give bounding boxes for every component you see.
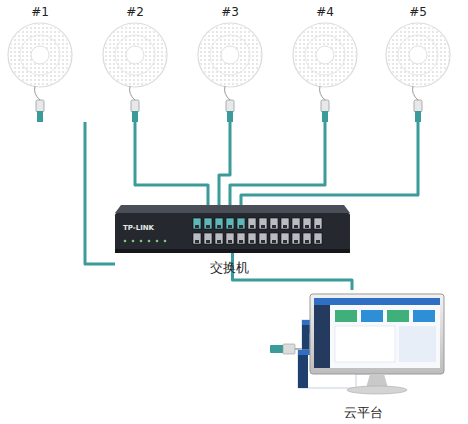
network-cable: [219, 122, 230, 205]
network-cable: [85, 122, 115, 264]
node-caption: 交换机: [210, 259, 249, 277]
platform-node: 云平台: [270, 290, 448, 398]
device-number: #4: [316, 5, 334, 19]
sensor-device: [383, 22, 453, 122]
node-caption: 云平台: [344, 404, 383, 422]
device-node: #5: [383, 22, 453, 122]
brand-label: TP-LINK: [123, 224, 154, 232]
device-number: #3: [221, 5, 239, 19]
network-cable: [241, 122, 418, 205]
sensor-device: [5, 22, 75, 122]
network-cable: [233, 253, 353, 290]
sensor-device: [195, 22, 265, 122]
device-node: #1: [5, 22, 75, 122]
device-number: #1: [31, 5, 49, 19]
network-cable: [230, 122, 325, 205]
sensor-device: [100, 22, 170, 122]
network-cable: [135, 122, 208, 205]
device-node: #3: [195, 22, 265, 122]
device-number: #5: [409, 5, 427, 19]
sensor-device: [290, 22, 360, 122]
monitor-illustration: [270, 290, 448, 398]
switch-node: 交换机TP-LINK: [115, 205, 350, 253]
device-number: #2: [126, 5, 144, 19]
device-node: #2: [100, 22, 170, 122]
device-node: #4: [290, 22, 360, 122]
